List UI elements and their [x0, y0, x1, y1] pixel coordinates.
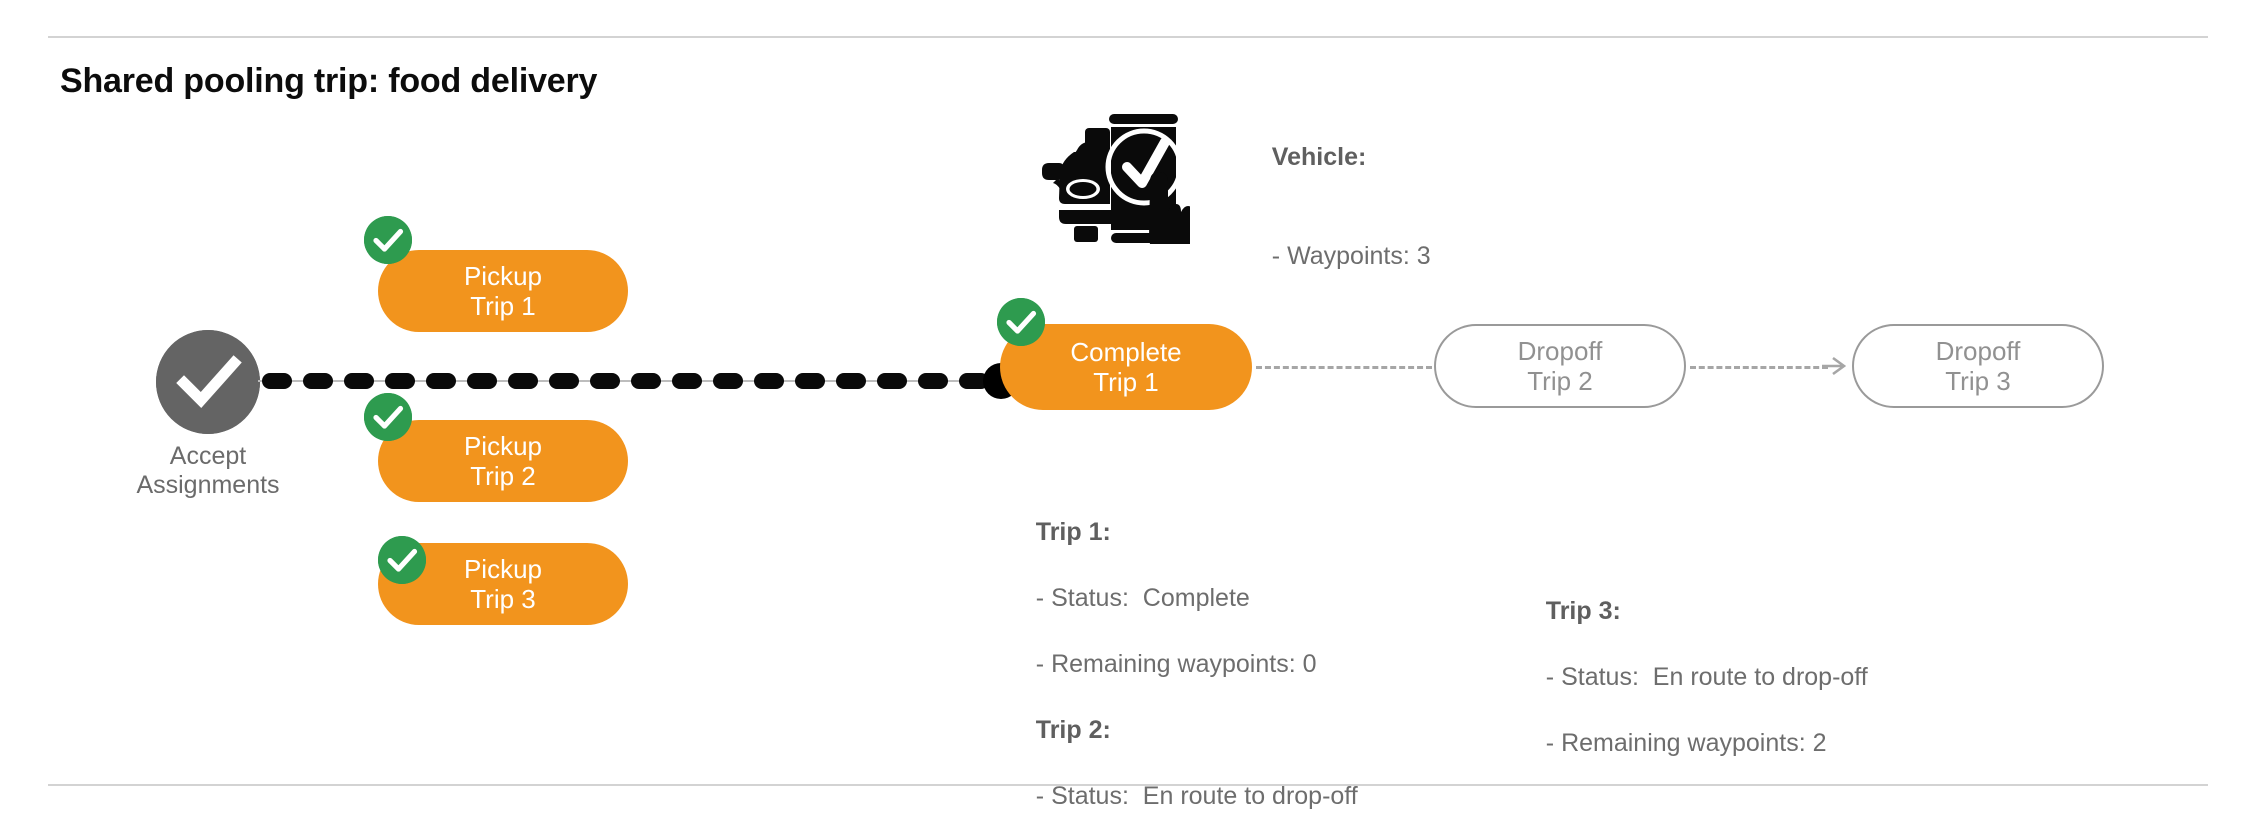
- trip-info-right: Trip 3: - Status: En route to drop-off -…: [1518, 562, 1868, 793]
- trip-1-status: - Status: Complete: [1035, 584, 1250, 612]
- accept-label-line1: Accept: [169, 442, 247, 470]
- pickup-trip-2-line2: Trip 2: [470, 461, 536, 491]
- green-check-badge-pickup-3: [378, 536, 426, 584]
- top-divider: [48, 36, 2208, 38]
- trip-info-left: Trip 1: - Status: Complete - Remaining w…: [1008, 483, 1358, 825]
- green-check-badge-pickup-1: [364, 216, 412, 264]
- dropoff-trip-2-line1: Dropoff: [1517, 335, 1603, 366]
- dropoff-trip-3-node[interactable]: Dropoff Trip 3: [1852, 324, 2104, 408]
- trip-1-waypoints: - Remaining waypoints: 0: [1035, 650, 1317, 678]
- dropoff-trip-3-line1: Dropoff: [1935, 335, 2021, 366]
- assignment-connector-track: [258, 380, 1000, 382]
- pickup-trip-3-line1: Pickup: [463, 553, 543, 584]
- vehicle-info-heading: Vehicle:: [1271, 143, 1367, 171]
- arrowhead-icon: [1820, 354, 1847, 383]
- trip-1-heading: Trip 1:: [1035, 518, 1111, 546]
- trip-2-heading: Trip 2:: [1035, 716, 1111, 744]
- pickup-trip-1-line1: Pickup: [463, 260, 543, 291]
- trip-3-heading: Trip 3:: [1545, 597, 1621, 625]
- bottom-divider: [48, 784, 2208, 786]
- connector-complete-to-dropoff2: [1256, 366, 1432, 369]
- green-check-badge-pickup-2: [364, 393, 412, 441]
- complete-trip-1-node[interactable]: Complete Trip 1: [1000, 324, 1252, 410]
- trip-2-status: - Status: En route to drop-off: [1035, 782, 1358, 810]
- pickup-trip-2-node[interactable]: Pickup Trip 2: [378, 420, 628, 502]
- dropoff-trip-2-node[interactable]: Dropoff Trip 2: [1434, 324, 1686, 408]
- vehicle-info-text: Vehicle: - Waypoints: 3: [1244, 108, 1431, 306]
- check-circle-icon: [156, 330, 260, 434]
- vehicle-info-line-1: - Waypoints: 3: [1271, 242, 1431, 270]
- accept-label-line2: Assignments: [136, 470, 280, 499]
- trip-3-waypoints: - Remaining waypoints: 2: [1545, 729, 1827, 757]
- trip-3-status: - Status: En route to drop-off: [1545, 663, 1868, 691]
- complete-trip-1-line1: Complete: [1070, 336, 1182, 367]
- pickup-trip-3-node[interactable]: Pickup Trip 3: [378, 543, 628, 625]
- green-check-badge-complete-1: [997, 298, 1045, 346]
- accept-assignments-node[interactable]: Accept Assignments: [136, 330, 280, 499]
- pickup-trip-1-line2: Trip 1: [470, 291, 536, 321]
- complete-trip-1-line2: Trip 1: [1093, 367, 1159, 397]
- pickup-trip-1-node[interactable]: Pickup Trip 1: [378, 250, 628, 332]
- dropoff-trip-3-line2: Trip 3: [1945, 366, 2011, 396]
- pickup-trip-2-line1: Pickup: [463, 430, 543, 461]
- pickup-trip-3-line2: Trip 3: [470, 584, 536, 614]
- page-title: Shared pooling trip: food delivery: [60, 62, 598, 100]
- car-phone-check-icon: [1032, 86, 1193, 250]
- accept-assignments-label: Accept Assignments: [120, 442, 296, 499]
- dropoff-trip-2-line2: Trip 2: [1527, 366, 1593, 396]
- assignment-connector-dashes: [262, 373, 998, 389]
- connector-dropoff2-to-dropoff3: [1690, 366, 1828, 369]
